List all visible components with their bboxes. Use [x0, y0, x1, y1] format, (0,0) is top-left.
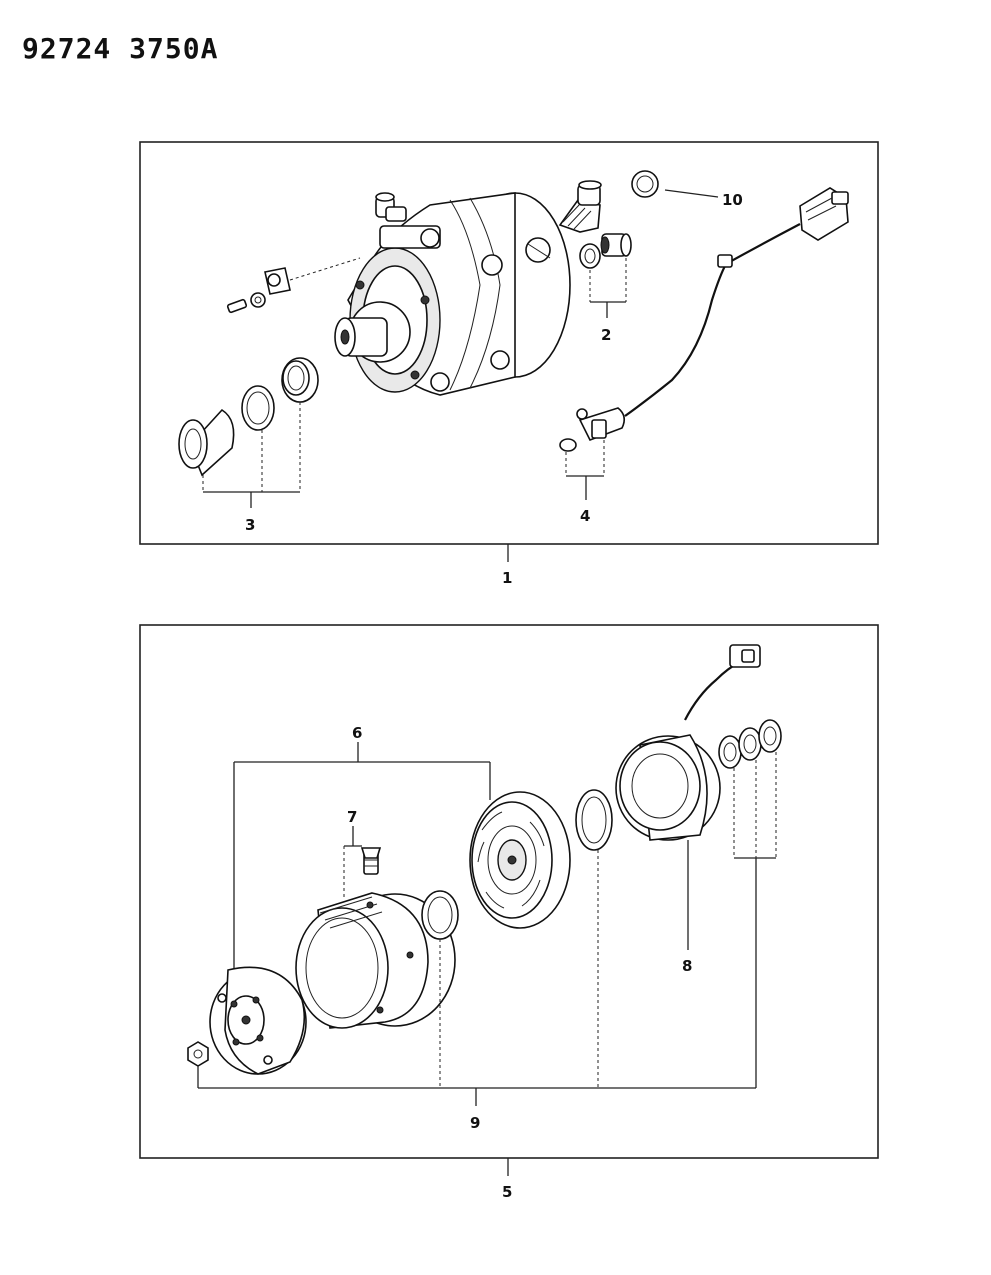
- callout-6-leader: [233, 742, 491, 968]
- field-coil: [615, 644, 761, 841]
- reference-code: 92724 3750A: [22, 32, 218, 65]
- callout-2: 2: [601, 326, 611, 344]
- bolt-and-washer: [226, 292, 266, 314]
- bracket-clip: [264, 257, 361, 295]
- snap-ring: [631, 170, 719, 198]
- callout-9-leader: [197, 850, 756, 1106]
- bearing-seal-set: [178, 357, 319, 477]
- relief-valve: [558, 180, 602, 233]
- service-port-fitting: [375, 192, 407, 222]
- callout-4-leader: [565, 440, 605, 500]
- compressor-body: [334, 192, 571, 396]
- clutch-panel: 7: [139, 624, 879, 1176]
- callout-7: 7: [347, 808, 357, 826]
- compressor-panel: 3 10 2: [139, 141, 879, 562]
- shaft-nut: [187, 1041, 209, 1067]
- callout-10: 10: [722, 191, 743, 209]
- pulley-snap-ring: [421, 890, 459, 940]
- callout-4: 4: [580, 507, 590, 525]
- rotor-disc: [469, 791, 571, 929]
- rotor-snap-ring: [575, 789, 613, 851]
- callout-3-leader: [202, 402, 301, 508]
- plug-and-oring: [579, 233, 632, 269]
- thermal-sensor-harness: [559, 187, 849, 452]
- compressor-panel-frame: [139, 141, 879, 545]
- clutch-panel-frame: [139, 624, 879, 1159]
- callout-9: 9: [470, 1114, 480, 1132]
- shim-set: [718, 719, 782, 1088]
- callout-8: 8: [682, 957, 692, 975]
- pulley-bolt: [360, 847, 382, 875]
- callout-7-leader: [343, 826, 362, 900]
- callout-1: 1: [502, 569, 512, 587]
- callout-6: 6: [352, 724, 362, 742]
- callout-2-leader: [589, 258, 627, 318]
- callout-5: 5: [502, 1183, 512, 1201]
- callout-3: 3: [245, 516, 255, 534]
- armature-plate: [209, 966, 307, 1075]
